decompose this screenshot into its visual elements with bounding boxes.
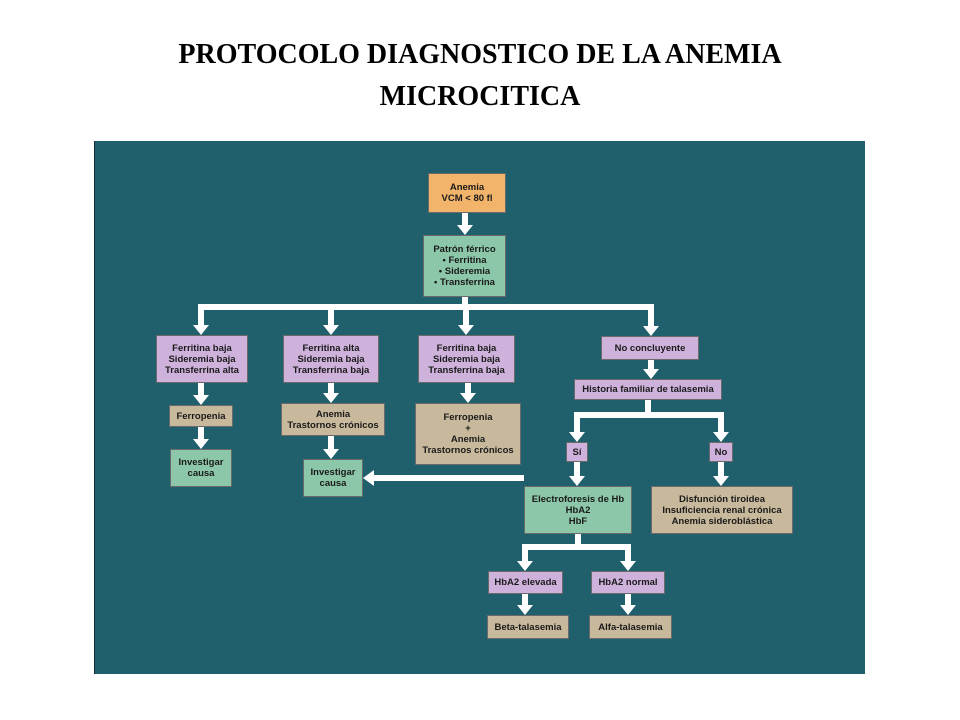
arrowhead bbox=[517, 605, 533, 615]
title-line-2: MICROCITICA bbox=[379, 81, 581, 112]
node-text: HbA2 bbox=[565, 504, 591, 516]
node-text: Trastornos crónicos bbox=[287, 419, 379, 431]
node-text: causa bbox=[319, 478, 347, 489]
node-text: Anemia bbox=[449, 182, 485, 193]
node-no: No bbox=[709, 442, 733, 462]
node-text: Ferritina alta bbox=[302, 342, 360, 354]
node-text: + bbox=[465, 423, 471, 434]
node-text: Sí bbox=[572, 446, 582, 458]
node-no-concluyente: No concluyente bbox=[601, 336, 699, 360]
node-text: Sideremia baja bbox=[432, 353, 501, 365]
arrowhead bbox=[643, 326, 659, 336]
arrowhead bbox=[323, 325, 339, 335]
node-text: Transferrina baja bbox=[428, 364, 505, 376]
node-text: Patrón férrico bbox=[433, 244, 496, 255]
node-alfa-talasemia: Alfa-talasemia bbox=[589, 615, 672, 639]
node-historia-familiar: Historia familiar de talasemia bbox=[574, 379, 722, 400]
flowchart-arrows bbox=[193, 210, 729, 615]
node-text: • Sideremia bbox=[438, 266, 491, 277]
panel-edge bbox=[94, 141, 95, 674]
node-text: Ferritina baja bbox=[436, 342, 497, 354]
node-hba2-normal: HbA2 normal bbox=[591, 571, 665, 594]
arrowhead bbox=[569, 476, 585, 486]
node-text: Trastornos crónicos bbox=[422, 445, 514, 456]
node-text: • Ferritina bbox=[442, 255, 487, 266]
arrowhead bbox=[363, 470, 374, 486]
arrowhead bbox=[713, 476, 729, 486]
node-text: Insuficiencia renal crónica bbox=[662, 504, 782, 516]
arrowhead bbox=[457, 225, 473, 235]
node-text: HbA2 elevada bbox=[494, 577, 557, 588]
node-text: HbF bbox=[568, 515, 588, 527]
arrowhead bbox=[458, 325, 474, 335]
arrowhead bbox=[323, 449, 339, 459]
node-hba2-elevada: HbA2 elevada bbox=[488, 571, 563, 594]
node-text: No concluyente bbox=[614, 342, 686, 354]
node-text: Anemia bbox=[315, 408, 351, 420]
node-text: Ferropenia bbox=[176, 410, 226, 422]
node-text: Transferrina baja bbox=[292, 364, 370, 376]
node-text: Sideremia baja bbox=[168, 353, 236, 365]
node-text: Historia familiar de talasemia bbox=[582, 384, 714, 395]
node-text: Anemia bbox=[450, 434, 486, 445]
node-text: Transferrina alta bbox=[165, 364, 239, 376]
node-text: • Transferrina bbox=[434, 277, 495, 288]
node-text: VCM < 80 fl bbox=[441, 193, 493, 204]
title-line-1: PROTOCOLO DIAGNOSTICO DE LA ANEMIA bbox=[178, 39, 782, 70]
node-beta-talasemia: Beta-talasemia bbox=[487, 615, 569, 639]
node-text: Ferritina baja bbox=[172, 342, 232, 354]
node-text: Beta-talasemia bbox=[494, 621, 562, 633]
arrowhead bbox=[323, 393, 339, 403]
node-text: Disfunción tiroidea bbox=[678, 493, 766, 505]
arrowhead bbox=[620, 561, 636, 571]
arrowhead bbox=[193, 439, 209, 449]
arrowhead bbox=[569, 432, 585, 442]
arrowhead bbox=[643, 369, 659, 379]
arrowhead bbox=[620, 605, 636, 615]
node-text: HbA2 normal bbox=[598, 577, 658, 588]
node-text: No bbox=[714, 446, 728, 458]
node-text: Alfa-talasemia bbox=[598, 621, 663, 633]
node-text: causa bbox=[187, 468, 215, 479]
node-ferropenia: Ferropenia bbox=[169, 405, 233, 427]
arrowhead bbox=[517, 561, 533, 571]
node-text: Anemia sideroblástica bbox=[671, 515, 773, 527]
node-text: Investigar bbox=[310, 467, 356, 478]
node-si: Sí bbox=[566, 442, 588, 462]
arrowhead bbox=[713, 432, 729, 442]
arrowhead bbox=[193, 325, 209, 335]
node-patron-ferrico: Patrón férrico• Ferritina• Sideremia• Tr… bbox=[423, 235, 506, 297]
node-text: Investigar bbox=[178, 457, 224, 468]
node-text: Electroforesis de Hb bbox=[531, 493, 625, 505]
page-title: PROTOCOLO DIAGNOSTICO DE LA ANEMIA MICRO… bbox=[0, 34, 960, 118]
arrowhead bbox=[193, 395, 209, 405]
arrowhead bbox=[460, 393, 476, 403]
node-text: Ferropenia bbox=[443, 412, 493, 423]
node-text: Sideremia baja bbox=[297, 353, 365, 365]
